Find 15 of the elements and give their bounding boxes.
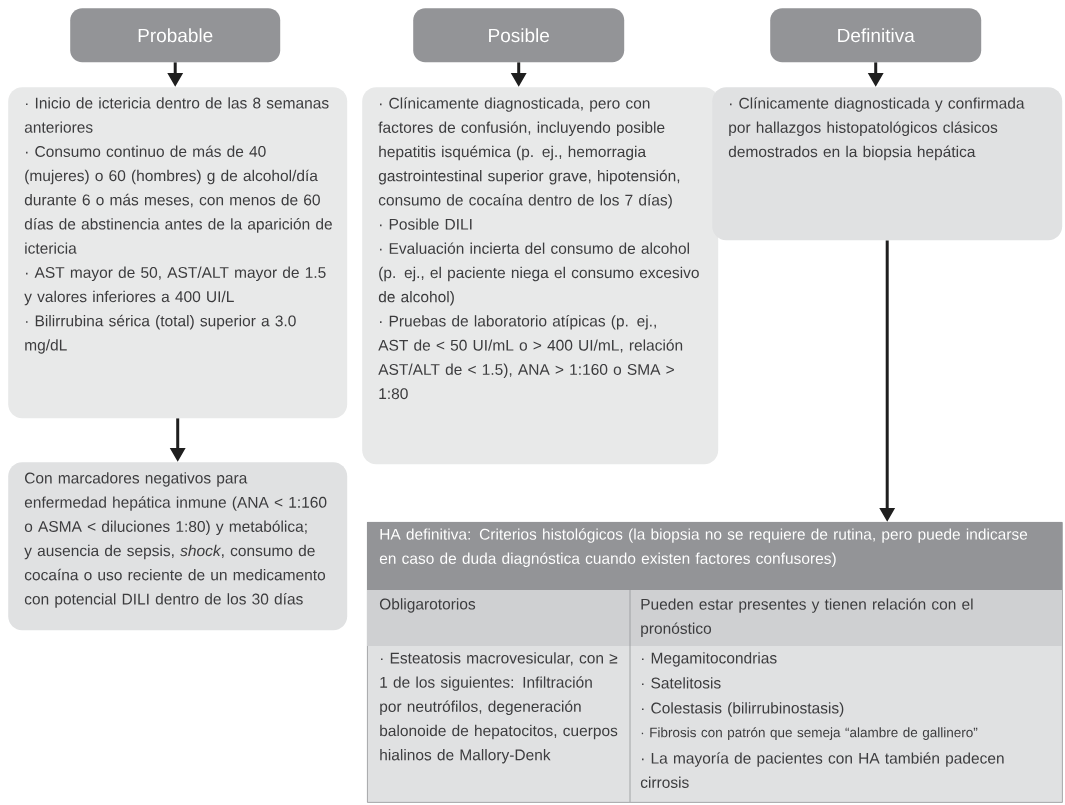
- table-cell-text: · Satelitosis: [642, 677, 721, 689]
- category-box: Probable: [70, 8, 281, 63]
- table-header: Obligarotorios: [379, 598, 476, 613]
- category-box: Definitiva: [770, 8, 982, 63]
- table-cell-text: · Fibrosis con patrón que semeja “alambre de gallinero”: [641, 727, 978, 740]
- criteria-box: · Clínicamente diagnosticada y confirmada por hallazgos histopatológicos clásicos demostrados en la biopsia hepática: [712, 87, 1063, 241]
- table-cell-text: · Megamitocondrias: [642, 652, 777, 667]
- category-box: Posible: [413, 8, 625, 63]
- table-cell-text: · Esteatosis macrovesicular, con ≥ 1 de los siguientes: Infiltración por neutrófilos, degeneración balonoide de hepatocitos, cuerpos hialinos de Mallory-Denk: [380, 652, 618, 764]
- table-cell-text: · La mayoría de pacientes con HA también padecen cirrosis: [640, 752, 1004, 788]
- criteria-box: · Clínicamente diagnosticada, pero con factores de confusión, incluyendo posible hepatitis isquémica (p. ej., hemorragia gastrointestinal superior grave, hipotensión, consumo de cocaína dentro de los 7 días) · Posible DILI · Evaluación incierta del consumo de alcohol (p. ej., el paciente niega el consumo excesivo de alcohol) · Pruebas de laboratorio atípicas (p. ej., AST de < 50 UI/mL o > 400 UI/mL, relación AST/ALT de < 1.5), ANA > 1:160 o SMA > 1:80: [362, 87, 719, 465]
- table-header: Pueden estar presentes y tienen relación con el pronóstico: [641, 598, 973, 637]
- criteria-box: · Inicio de ictericia dentro de las 8 semanas anteriores · Consumo continuo de más de 40 (mujeres) o 60 (hombres) g de alcohol/día durante 6 o más meses, con menos de 60 días de abstinencia antes de la aparición de ictericia · AST mayor de 50, AST/ALT mayor de 1.5 y valores inferiores a 400 UI/L · Bilirrubina sérica (total) superior a 3.0 mg/dL: [8, 87, 348, 419]
- table-cell-text: · Colestasis (bilirrubinostasis): [642, 702, 844, 717]
- criteria-box: Con marcadores negativos para enfermedad hepática inmune (ANA < 1:160 o ASMA < diluciones 1:80) y metabólica; y ausencia de sepsis, shock, consumo de cocaína o uso reciente de un medicamento con potencial DILI dentro de los 30 días: [8, 462, 348, 631]
